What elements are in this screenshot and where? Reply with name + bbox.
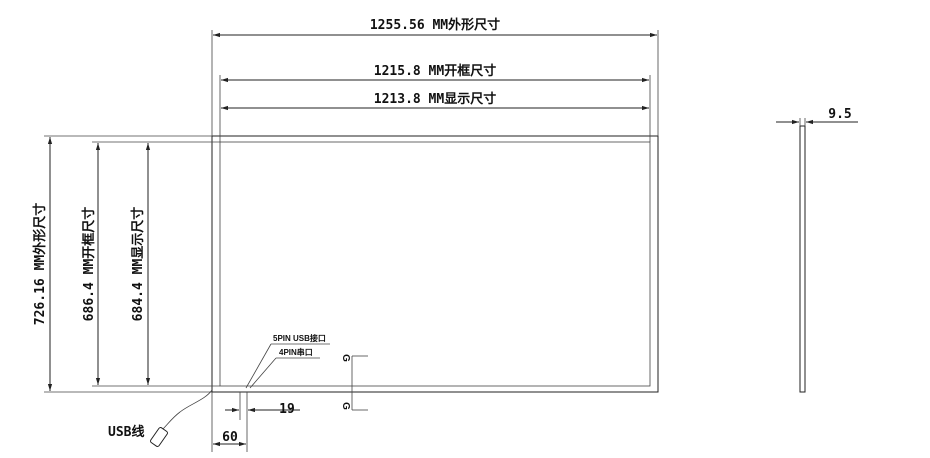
outer-width-label: 1255.56 MM外形尺寸 (370, 17, 500, 33)
usb-plug (150, 427, 168, 447)
display-area (219, 141, 651, 387)
frame-width-label: 1215.8 MM开框尺寸 (374, 63, 496, 79)
outer-height-label: 726.16 MM外形尺寸 (32, 203, 48, 325)
serial-4pin-label: 4PIN串口 (279, 347, 313, 357)
side-profile (799, 125, 806, 393)
outer-frame (211, 135, 659, 393)
display-width-label: 1213.8 MM显示尺寸 (374, 91, 496, 107)
thickness-label: 9.5 (828, 107, 851, 122)
frame-height-label: 686.4 MM开框尺寸 (81, 207, 97, 322)
g-mark-bottom: G (340, 402, 351, 410)
usb-cable (161, 389, 213, 431)
g-mark-top: G (340, 354, 351, 362)
usb-cable-label: USB线 (108, 424, 144, 440)
usb-5pin-label: 5PIN USB接口 (273, 333, 326, 343)
dim-60-label: 60 (222, 430, 238, 445)
dim-19-label: 19 (279, 402, 295, 417)
display-height-label: 684.4 MM显示尺寸 (130, 207, 146, 322)
